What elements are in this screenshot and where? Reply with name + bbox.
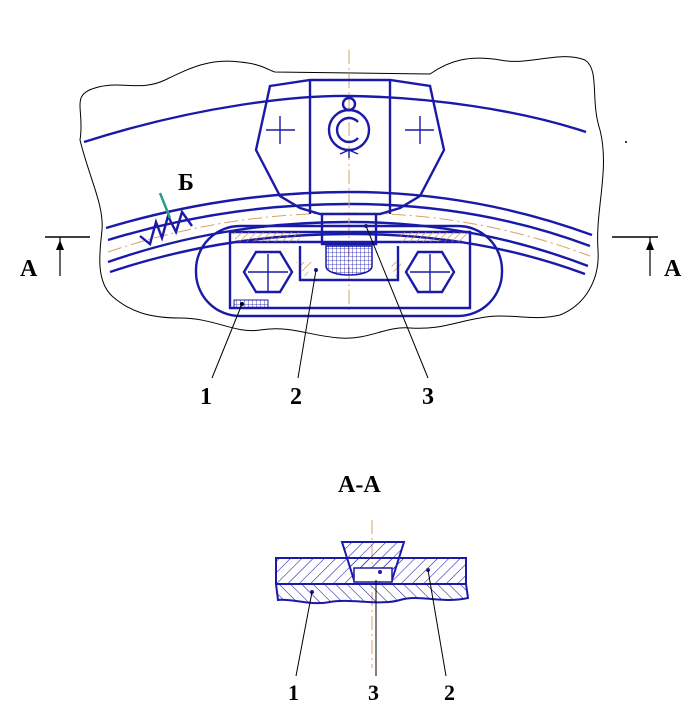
leader-3 <box>365 225 429 379</box>
hex-nut-left <box>242 250 294 294</box>
hex-nut-right <box>404 250 456 294</box>
section-title: A-A <box>338 472 381 498</box>
part-label-1: 1 <box>200 384 212 410</box>
ring-arc-3 <box>107 220 589 268</box>
pin-head <box>341 96 357 112</box>
ring-arc-4 <box>109 232 586 276</box>
section-view: A-A 1 3 2 <box>274 472 470 705</box>
section-label-right: A <box>664 256 682 282</box>
shim-left <box>232 232 300 242</box>
part-label-2: 2 <box>290 384 302 410</box>
main-view: Б <box>20 50 682 410</box>
insert-crosshatch <box>325 245 373 276</box>
section-label-left: A <box>20 256 38 282</box>
section-arrowhead-right <box>646 240 654 250</box>
section-leader-1 <box>295 591 313 677</box>
small-insert <box>233 299 269 309</box>
section-part-label-1: 1 <box>288 680 299 705</box>
ring-arc-2 <box>107 202 591 248</box>
ring-outer-arc <box>83 94 587 144</box>
pin-c-mark <box>335 116 359 144</box>
break-outline <box>79 56 604 339</box>
leader-2 <box>297 269 317 379</box>
wedge-left <box>296 262 312 278</box>
clamp-stem <box>320 214 378 246</box>
notch-zigzag <box>139 209 193 247</box>
section-arrowhead-left <box>56 240 64 250</box>
leader-1 <box>211 303 243 379</box>
section-key-slot <box>353 567 393 583</box>
wedge-right <box>390 262 402 278</box>
inner-frame <box>228 230 472 310</box>
section-dot-3 <box>378 570 382 574</box>
part-label-3: 3 <box>422 384 434 410</box>
section-leader-2 <box>427 569 447 677</box>
leader-b <box>158 192 172 219</box>
section-plate-bottom <box>274 583 470 605</box>
stray-dot <box>625 141 627 143</box>
ring-arc-1 <box>105 190 593 237</box>
section-part-label-3: 3 <box>368 680 379 705</box>
section-part-label-2: 2 <box>444 680 455 705</box>
center-cup <box>298 246 400 282</box>
housing-slot <box>194 224 504 318</box>
label-b: Б <box>178 170 194 196</box>
shim-right <box>400 232 468 242</box>
pin-mark <box>339 149 359 158</box>
